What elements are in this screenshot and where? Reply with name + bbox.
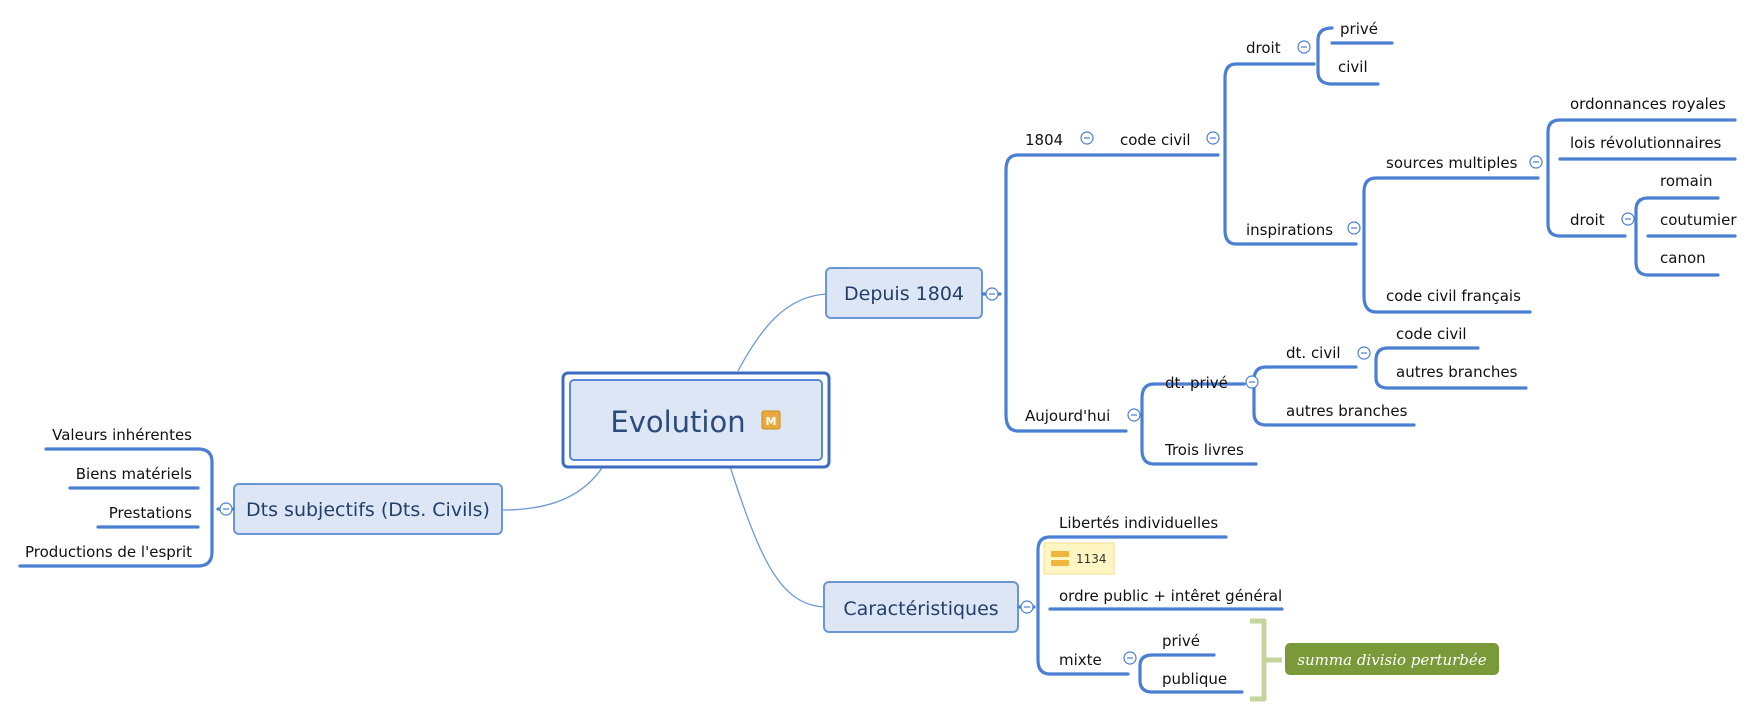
topic-lois-revolutionnaires[interactable]: lois révolutionnaires [1570, 134, 1722, 152]
topic-coutumier[interactable]: coutumier [1660, 211, 1737, 229]
topic-dt-prive[interactable]: dt. privé [1165, 374, 1228, 392]
collapse-icon[interactable] [1080, 131, 1094, 145]
topic-publique[interactable]: publique [1162, 670, 1227, 688]
collapse-icon[interactable] [1347, 221, 1361, 235]
topic-1804[interactable]: 1804 [1025, 131, 1063, 149]
topic-canon[interactable]: canon [1660, 249, 1706, 267]
branch-caract-label: Caractéristiques [843, 598, 998, 620]
collapse-icon[interactable] [1357, 346, 1371, 360]
topic-dt-civil[interactable]: dt. civil [1286, 344, 1341, 362]
collapse-icon[interactable] [1020, 600, 1034, 614]
topic-libertes-individuelles[interactable]: Libertés individuelles [1059, 514, 1218, 532]
topic-code-civil-2[interactable]: code civil [1396, 325, 1467, 343]
marker-label: M [766, 415, 777, 428]
root-connectors [502, 293, 828, 608]
summary-callout[interactable]: summa divisio perturbée [1285, 643, 1499, 675]
topic-ordre-public[interactable]: ordre public + intêret général [1059, 587, 1282, 605]
root-node[interactable]: Evolution M [561, 371, 831, 469]
collapse-icon[interactable] [1206, 131, 1220, 145]
collapse-icon[interactable] [985, 287, 999, 301]
branch-depuis-1804[interactable]: Depuis 1804 [825, 267, 983, 319]
topic-code-civil-francais[interactable]: code civil français [1386, 287, 1521, 305]
note-count: 1134 [1076, 552, 1107, 566]
branch-depuis-label: Depuis 1804 [844, 283, 964, 305]
topic-ordonnances-royales[interactable]: ordonnances royales [1570, 95, 1726, 113]
topic-biens-materiels[interactable]: Biens matériels [76, 465, 192, 483]
topic-valeurs-inherentes[interactable]: Valeurs inhérentes [52, 426, 192, 444]
marker-icon[interactable]: M [761, 410, 781, 430]
collapse-controls[interactable] [219, 40, 1635, 665]
topic-aujourdhui[interactable]: Aujourd'hui [1025, 407, 1110, 425]
topic-autres-branches-1[interactable]: autres branches [1396, 363, 1518, 381]
summary-bracket[interactable] [1250, 618, 1282, 702]
branch-dts-subjectifs[interactable]: Dts subjectifs (Dts. Civils) [233, 483, 503, 535]
branch-lines [18, 26, 1737, 694]
topic-romain[interactable]: romain [1660, 172, 1713, 190]
topic-productions-esprit[interactable]: Productions de l'esprit [25, 543, 192, 561]
branch-dts-label: Dts subjectifs (Dts. Civils) [246, 499, 490, 521]
note-icon [1051, 551, 1069, 566]
connector-dts [502, 459, 608, 511]
collapse-icon[interactable] [1127, 408, 1141, 422]
topic-sources-multiples[interactable]: sources multiples [1386, 154, 1518, 172]
topic-inspirations[interactable]: inspirations [1246, 221, 1333, 239]
collapse-icon[interactable] [1621, 212, 1635, 226]
root-title: Evolution [610, 405, 745, 439]
topic-droit-sources[interactable]: droit [1570, 211, 1605, 229]
collapse-icon[interactable] [1297, 40, 1311, 54]
topic-trois-livres[interactable]: Trois livres [1164, 441, 1244, 459]
collapse-icon[interactable] [1245, 375, 1259, 389]
dts-subtree-labels: Valeurs inhérentes Biens matériels Prest… [25, 426, 192, 561]
topic-prive[interactable]: privé [1340, 20, 1378, 38]
topic-prive-caract[interactable]: privé [1162, 632, 1200, 650]
depuis-subtree-labels: 1804 code civil droit privé civil inspir… [1025, 20, 1737, 459]
note-badge[interactable]: 1134 [1043, 542, 1115, 575]
topic-prestations[interactable]: Prestations [109, 504, 192, 522]
topic-code-civil[interactable]: code civil [1120, 131, 1191, 149]
callout-label: summa divisio perturbée [1297, 651, 1486, 669]
collapse-icon[interactable] [1529, 155, 1543, 169]
topic-civil[interactable]: civil [1338, 58, 1368, 76]
collapse-icon[interactable] [219, 502, 233, 516]
connector-depuis [737, 293, 828, 372]
collapse-icon[interactable] [1123, 651, 1137, 665]
connector-caract [727, 459, 826, 608]
topic-mixte[interactable]: mixte [1059, 651, 1102, 669]
topic-autres-branches-2[interactable]: autres branches [1286, 402, 1408, 420]
branch-caracteristiques[interactable]: Caractéristiques [823, 581, 1019, 633]
caract-subtree-labels: Libertés individuelles 1134 ordre public… [1043, 514, 1282, 688]
topic-droit[interactable]: droit [1246, 39, 1281, 57]
